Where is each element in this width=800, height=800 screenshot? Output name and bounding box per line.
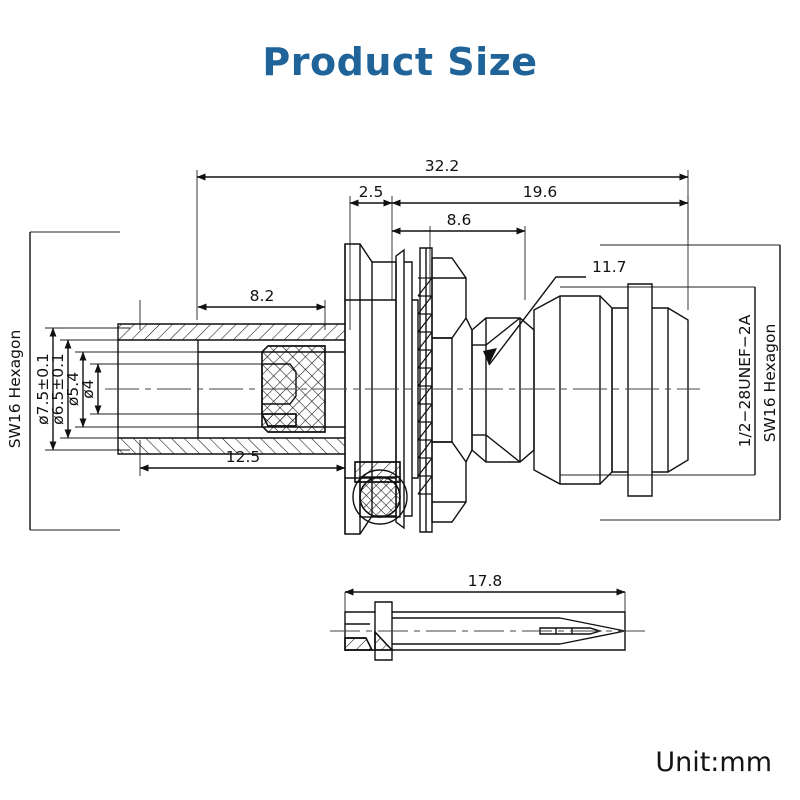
label-17-8: 17.8 bbox=[468, 572, 503, 590]
label-8-2: 8.2 bbox=[250, 287, 275, 305]
unit-label: Unit:mm bbox=[655, 747, 772, 778]
label-2-5: 2.5 bbox=[359, 183, 384, 201]
label-contact-bore-diameter: ø4 bbox=[79, 379, 97, 398]
label-11-7: 11.7 bbox=[592, 258, 627, 276]
label-thread-spec: 1/2−28UNEF−2A bbox=[736, 314, 754, 447]
label-dielectric-diameter: ø5.4 bbox=[64, 372, 82, 406]
label-outer-diameter: ø7.5±0.1 bbox=[34, 353, 52, 425]
center-pin-detail-view bbox=[330, 601, 645, 661]
label-sw16-hexagon-right: SW16 Hexagon bbox=[761, 324, 779, 443]
label-inner-bore-diameter: ø6.5±0.1 bbox=[49, 353, 67, 425]
label-8-6: 8.6 bbox=[447, 211, 472, 229]
label-12-5: 12.5 bbox=[226, 448, 261, 466]
label-19-6: 19.6 bbox=[523, 183, 558, 201]
page-title: Product Size bbox=[262, 40, 538, 84]
label-32-2: 32.2 bbox=[425, 157, 460, 175]
label-sw16-hexagon-left: SW16 Hexagon bbox=[6, 330, 24, 449]
main-assembly-section-view bbox=[105, 243, 700, 535]
